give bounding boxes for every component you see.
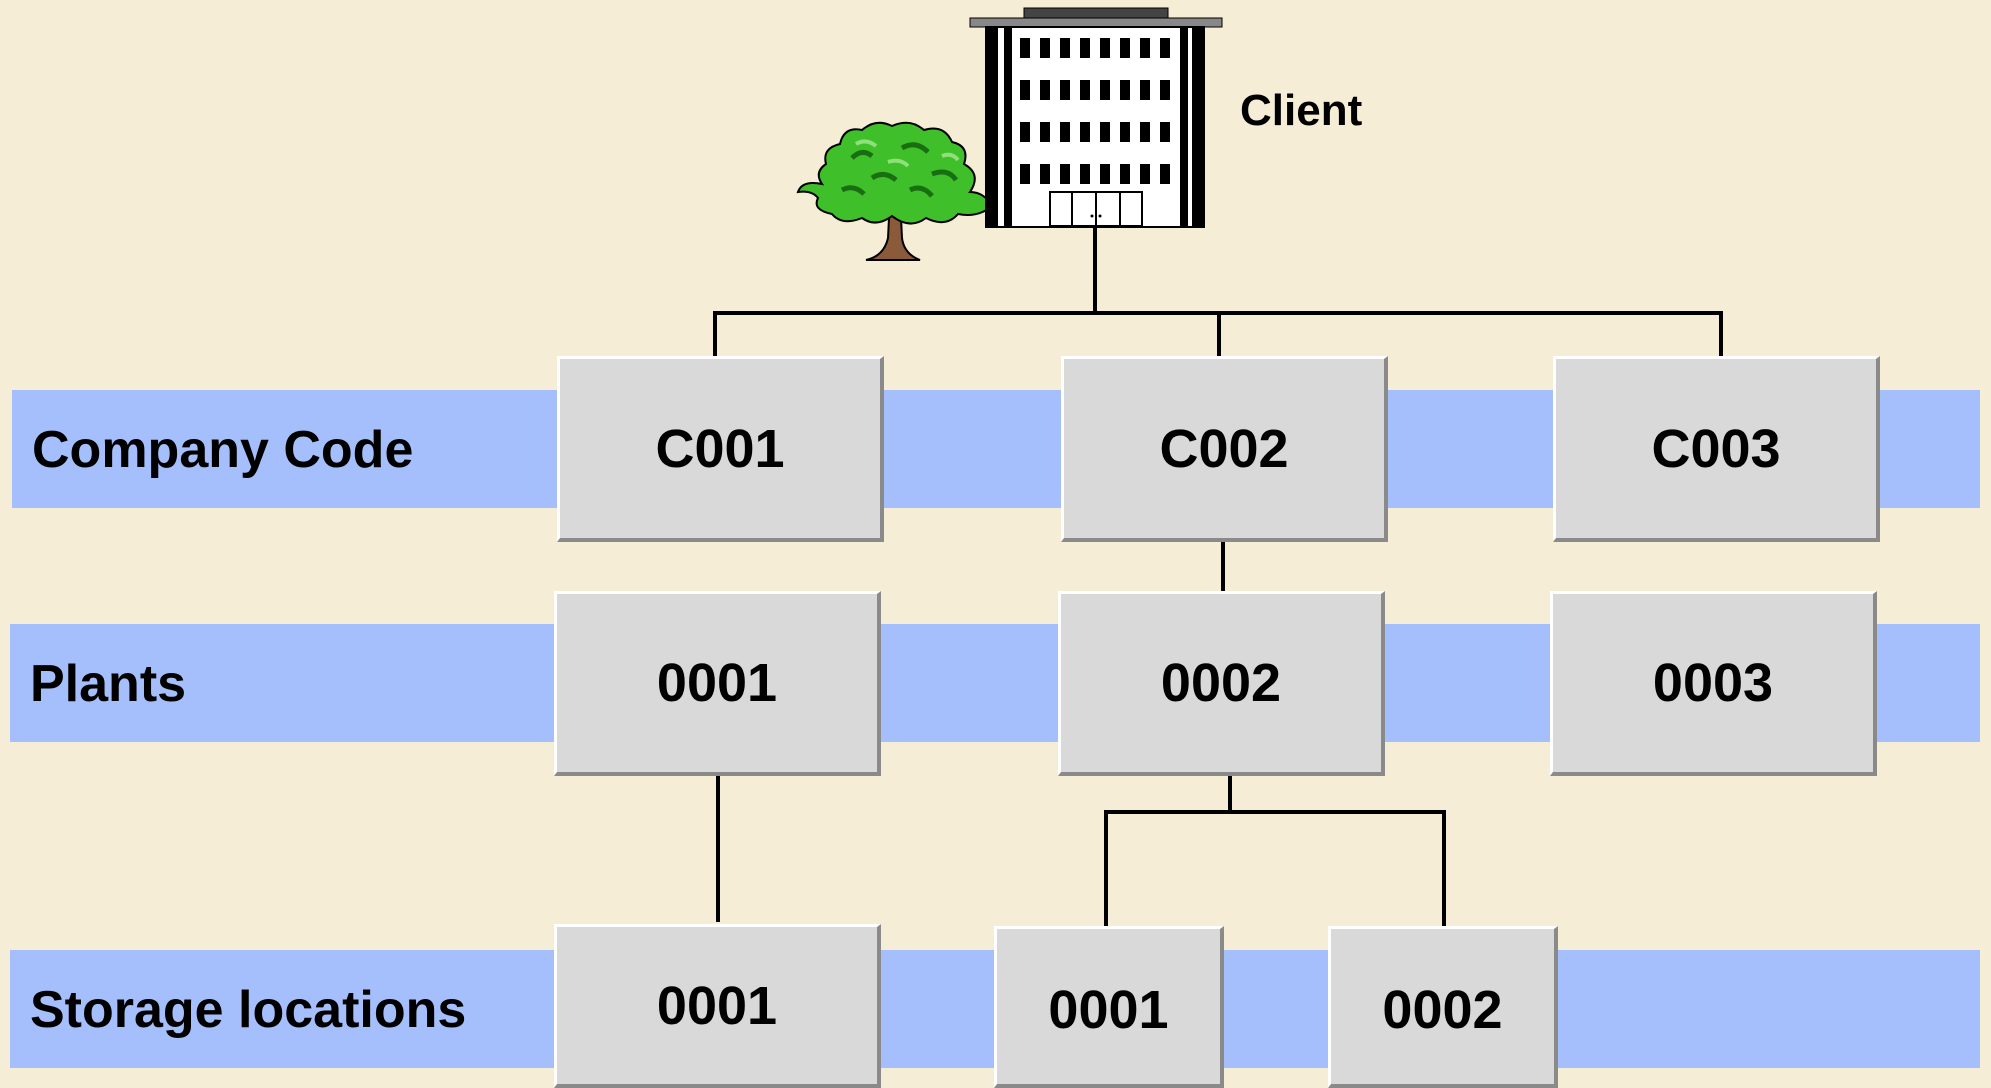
plant-box[interactable]: 0003 (1550, 591, 1877, 776)
office-building-icon (969, 7, 1223, 228)
company-code-box[interactable]: C001 (557, 356, 884, 542)
connector-plant2-drop (1228, 772, 1232, 812)
tree-icon (796, 121, 994, 261)
storage-location-box[interactable]: 0001 (994, 926, 1224, 1088)
label-company-code: Company Code (32, 421, 414, 479)
storage-location-box[interactable]: 0002 (1328, 926, 1558, 1088)
connector-c002-plant (1221, 538, 1225, 592)
connector-storage-a-drop (1104, 810, 1108, 926)
connector-client (1093, 228, 1097, 315)
connector-storage-b-drop (1442, 810, 1446, 926)
company-code-box[interactable]: C003 (1553, 356, 1880, 542)
company-code-box[interactable]: C002 (1061, 356, 1388, 542)
connector-c001-drop (713, 311, 717, 358)
plant-box[interactable]: 0001 (554, 591, 881, 776)
storage-location-box[interactable]: 0001 (554, 924, 881, 1088)
connector-c002-drop (1217, 311, 1221, 358)
connector-plant2-horizontal (1104, 810, 1446, 814)
client-label: Client (1240, 86, 1363, 135)
plant-box[interactable]: 0002 (1058, 591, 1385, 776)
connector-c003-drop (1719, 311, 1723, 358)
connector-plant1-storage (716, 772, 720, 922)
label-storage-locations: Storage locations (30, 981, 467, 1039)
label-plants: Plants (30, 655, 187, 713)
